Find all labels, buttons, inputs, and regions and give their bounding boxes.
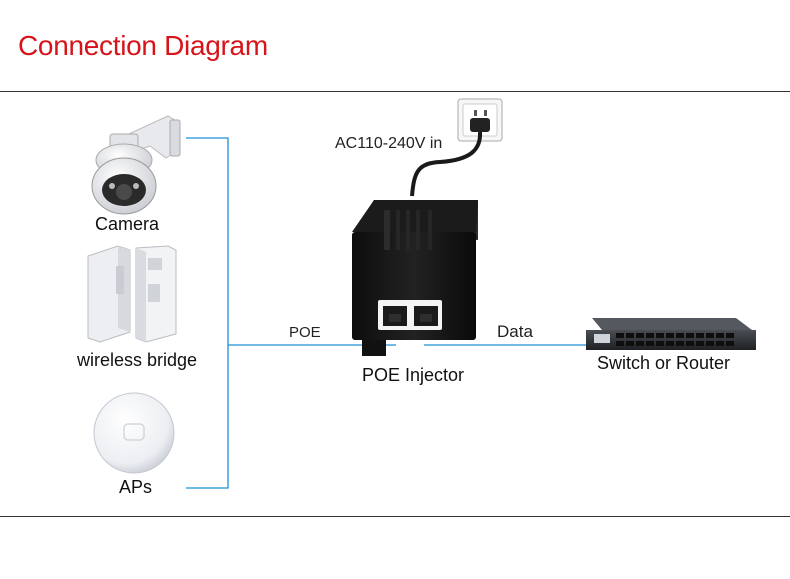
- camera-label: Camera: [95, 214, 160, 234]
- bottom-divider: [0, 516, 790, 517]
- poe-injector-label: POE Injector: [362, 365, 465, 385]
- wall-socket-icon: [410, 98, 503, 197]
- poe-injector-icon: [352, 200, 478, 356]
- data-link-label: Data: [497, 322, 533, 341]
- power-input-label: AC110-240V in: [335, 135, 443, 152]
- switch-router-label: Switch or Router: [597, 353, 731, 373]
- wireless-bridge-icon: [87, 245, 177, 343]
- wireless-bridge-label: wireless bridge: [77, 350, 198, 370]
- camera-icon: [91, 115, 181, 215]
- diagram-title: Connection Diagram: [18, 30, 268, 61]
- access-point-icon: [93, 392, 175, 474]
- camera-link-line: [186, 137, 229, 489]
- aps-label: APs: [119, 477, 153, 497]
- switch-icon: [586, 318, 756, 350]
- top-divider: [0, 91, 790, 92]
- poe-link-label: POE: [289, 324, 321, 341]
